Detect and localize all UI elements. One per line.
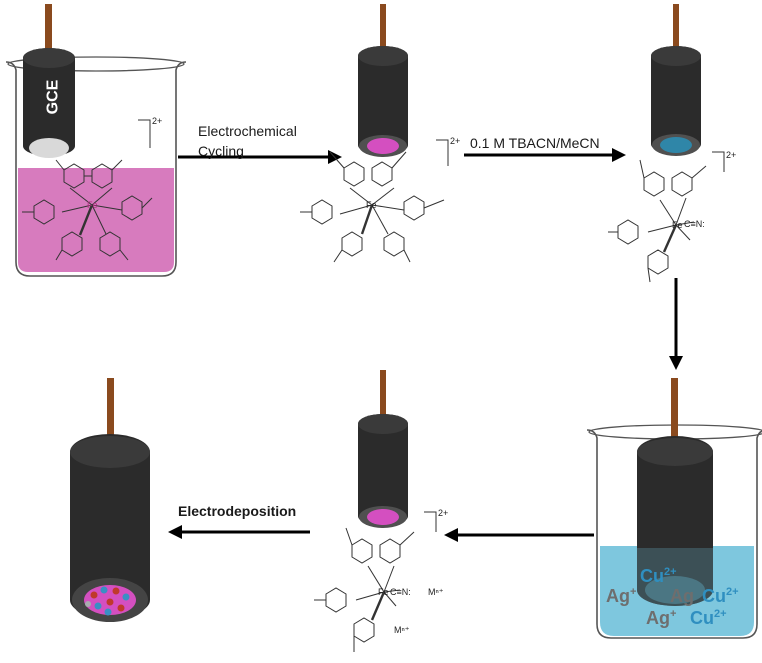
fe-label-5: Fe bbox=[378, 587, 389, 597]
ion-cu-2: Cu2+ bbox=[702, 586, 739, 606]
charge-1: 2+ bbox=[152, 116, 163, 126]
charge-5: 2+ bbox=[438, 508, 449, 518]
charge-3: 2+ bbox=[726, 150, 737, 160]
ion-ag-1: Ag+ bbox=[606, 586, 637, 606]
blue-film-tip bbox=[660, 137, 692, 153]
electrode-body bbox=[23, 48, 75, 156]
charge-2: 2+ bbox=[450, 136, 461, 146]
pink-solution bbox=[18, 168, 174, 272]
metal-ion-5a: Mⁿ⁺ bbox=[428, 587, 444, 597]
electrode-tip-bare bbox=[29, 138, 69, 158]
arrow-4 bbox=[444, 528, 594, 542]
nanoparticles bbox=[85, 586, 130, 616]
electrode-rod bbox=[45, 4, 52, 50]
complex-5 bbox=[314, 511, 437, 652]
fe-label-2: Fe bbox=[366, 200, 377, 210]
arrow-5 bbox=[168, 525, 310, 539]
ion-cu-1: Cu2+ bbox=[640, 566, 677, 586]
beaker-rim bbox=[7, 56, 185, 72]
pink-film-tip bbox=[367, 138, 399, 154]
electrode-4 bbox=[637, 378, 713, 606]
electrode-2 bbox=[358, 4, 408, 157]
complex-1 bbox=[22, 119, 153, 261]
arrow-2 bbox=[464, 148, 626, 162]
electrode-1 bbox=[23, 4, 75, 158]
ion-ag-2: Ag bbox=[670, 586, 694, 606]
beaker-1 bbox=[5, 56, 187, 277]
metal-ion-5b: Mⁿ⁺ bbox=[394, 625, 410, 635]
complex-3 bbox=[608, 151, 725, 283]
electrode-3 bbox=[651, 4, 701, 156]
step-electrodeposition: Electrodeposition bbox=[178, 503, 297, 519]
cyanide-3a: C≡N: bbox=[684, 219, 705, 229]
cyanide-5a: C≡N: bbox=[390, 587, 411, 597]
electrode-top bbox=[23, 48, 75, 68]
gce-label: GCE bbox=[44, 79, 62, 115]
complex-2 bbox=[300, 139, 449, 263]
electrode-5 bbox=[358, 370, 408, 528]
fe-label-1: Fe bbox=[87, 200, 98, 210]
electrode-6 bbox=[70, 378, 150, 622]
step1-line1: Electrochemical bbox=[198, 123, 297, 139]
ion-cu-3: Cu2+ bbox=[690, 608, 727, 628]
fe-label-3: Fe bbox=[672, 220, 683, 230]
step-tbacn: 0.1 M TBACN/MeCN bbox=[470, 135, 600, 151]
arrow-3 bbox=[669, 278, 683, 370]
step1-line2: Cycling bbox=[198, 143, 244, 159]
ion-ag-3: Ag+ bbox=[646, 608, 677, 628]
step-electrochemical-cycling: Electrochemical Cycling bbox=[198, 121, 297, 161]
